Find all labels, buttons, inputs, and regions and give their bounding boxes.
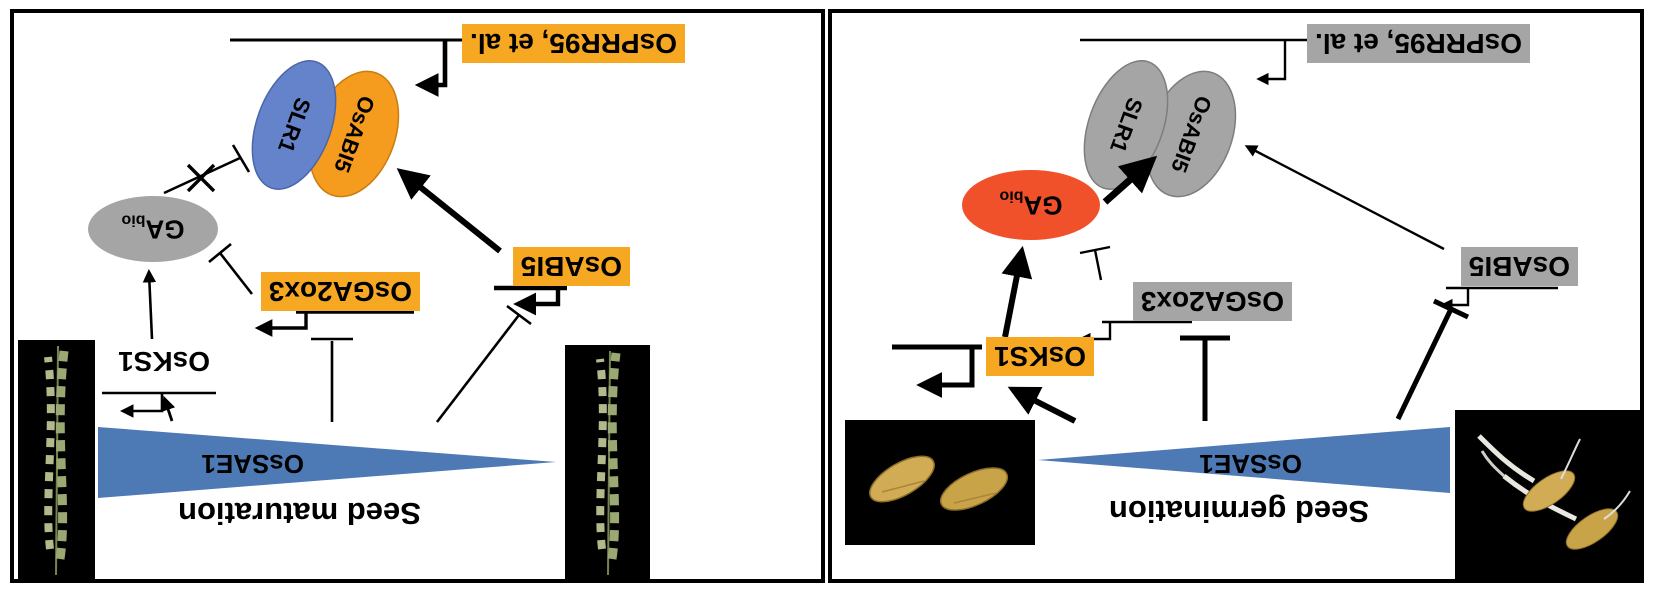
slr1-protein-ellipse-maturation: [251, 60, 337, 190]
osga2ox3-gene-symbol-germination: [1078, 320, 1192, 346]
osks1-gene-symbol-germination: [892, 344, 982, 398]
edge-osga2ox3-represses-gabio-maturation: [208, 242, 254, 295]
edge-ossae1-activates-osks1-germination: [1007, 386, 1077, 424]
ossae1-gradient-label-germination: OsSAE1: [1199, 449, 1302, 479]
edge-osks1-activates-gabio-germination: [1001, 245, 1033, 338]
dry-seeds-photo: [845, 420, 1035, 545]
edge-gabio-represses-slr1-blocked-maturation: [163, 144, 251, 195]
osks1-gene-symbol-maturation: [102, 391, 216, 418]
edge-ossae1-represses-osabi5-maturation: [435, 304, 532, 423]
edge-osabi5-activates-complex-maturation: [396, 168, 502, 254]
gabio-label-main: GA: [1023, 190, 1063, 221]
gabio-label-maturation: GAbio: [121, 211, 185, 245]
osks1-gene-label-maturation: OsKS1: [118, 346, 210, 377]
ossae1-gradient-triangle-maturation: [98, 427, 556, 498]
edge-osks1-activates-gabio-maturation: [142, 268, 157, 340]
gabio-label-main: GA: [145, 214, 185, 245]
blocked-x-mark: [186, 163, 216, 193]
osabi5-gene-symbol-maturation: [494, 285, 567, 316]
stage-label-maturation: Seed maturation: [178, 496, 421, 531]
osks1-gene-label-germination: OsKS1: [986, 337, 1094, 376]
gabio-label-sub: bio: [999, 187, 1024, 205]
osabi5-gene-symbol-germination: [1440, 286, 1558, 312]
osprr95-gene-label-germination: OsPRR95, et al.: [1307, 24, 1530, 63]
edge-ossae1-represses-osga2ox3-germination: [1180, 335, 1230, 421]
osabi5-gene-label-maturation: OsABI5: [512, 247, 630, 286]
edge-gabio-to-slr1-complex-germination: [1102, 155, 1158, 205]
edge-ossae1-activates-osks1-maturation: [161, 395, 176, 422]
edge-ossae1-represses-osabi5-germination: [1395, 298, 1470, 421]
germinating-seeds-photo: [1455, 410, 1642, 579]
gabio-ellipse-germination: [962, 170, 1100, 240]
gabio-ellipse-maturation: [88, 196, 218, 262]
osga2ox3-gene-symbol-maturation: [254, 310, 414, 337]
ossae1-gradient-label-maturation: OsSAE1: [201, 449, 304, 479]
osga2ox3-gene-label-germination: OsGA2ox3: [1132, 282, 1292, 321]
osga2ox3-gene-label-maturation: OsGA2ox3: [260, 272, 420, 311]
rice-panicle-photo-left: [565, 345, 650, 580]
ossae1-gradient-triangle-germination: [1038, 427, 1450, 493]
rice-panicle-photo-right: [18, 340, 95, 580]
gabio-label-sub: bio: [121, 211, 146, 229]
edge-osabi5-to-complex-germination: [1244, 145, 1445, 251]
stage-label-germination: Seed germination: [1108, 494, 1370, 529]
gabio-label-germination: GAbio: [999, 187, 1063, 221]
edge-osga2ox3-represses-gabio-germination: [1079, 245, 1111, 281]
osprr95-gene-label-maturation: OsPRR95, et al.: [462, 24, 685, 63]
osabi5-gene-label-germination: OsABI5: [1460, 247, 1578, 286]
edge-ossae1-represses-osga2ox3-maturation: [311, 337, 353, 422]
